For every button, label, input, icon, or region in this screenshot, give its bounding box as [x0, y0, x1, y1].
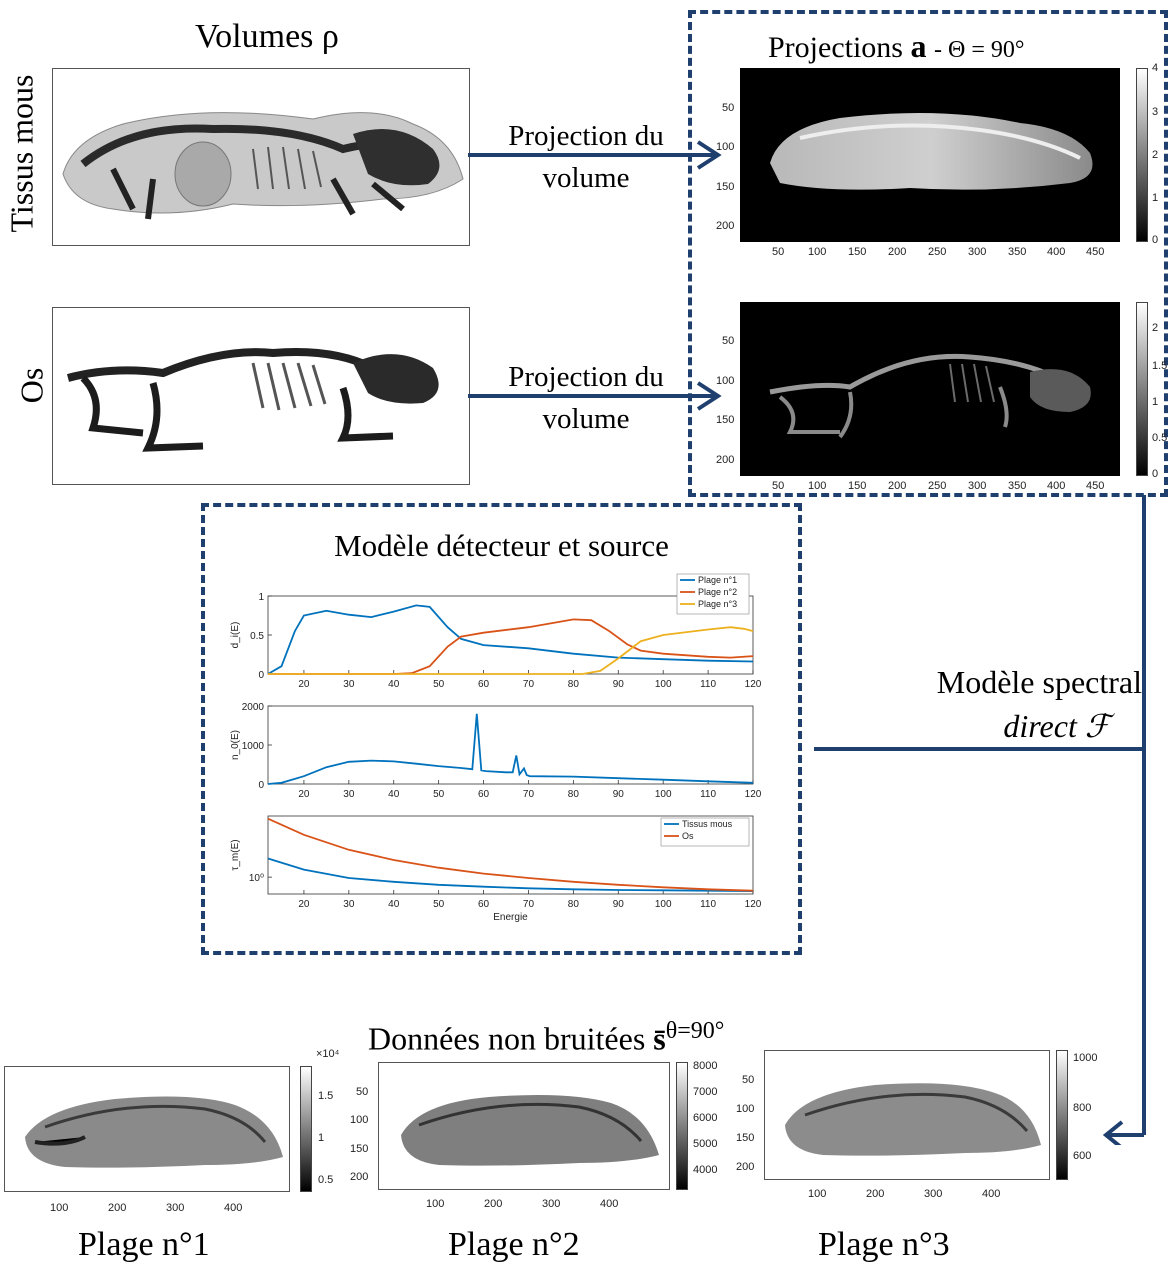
- chart-3-x-tick-label: 40: [388, 899, 400, 910]
- projection-soft-tissue-image: [740, 68, 1120, 242]
- chart-3-y-tick-label: 10⁰: [249, 873, 264, 884]
- chart-2-x-tick-label: 90: [613, 789, 625, 800]
- chart-2-axes-box: [267, 705, 754, 785]
- detector-source-charts: 20 30 40 50 60 70 80 90 100 110 120 0 0.5 1 d_i(E) Plag…: [230, 573, 762, 923]
- bone-volume-image: [52, 307, 470, 485]
- chart-2-ylabel: n_0(E): [230, 730, 241, 760]
- chart-2-x-tick-label: 20: [298, 789, 310, 800]
- proj-bottom-x-ticks: 50 100 150 200 250 300 350 400 450: [772, 480, 1105, 492]
- chart-2-x-tick-label: 80: [568, 789, 580, 800]
- chart-3-x-tick-label: 60: [478, 899, 490, 910]
- chart-1-legend-label: Plage n°3: [698, 599, 737, 609]
- soft-tissue-volume-image: [52, 68, 470, 246]
- chart-1-x-tick-label: 60: [478, 679, 490, 690]
- chart-3-series-2-line: [267, 817, 754, 892]
- spectral-model-connector: [814, 495, 1146, 1145]
- data-panel-1-colorbar: [300, 1066, 312, 1192]
- chart-2-x-tick-label: 120: [745, 789, 762, 800]
- chart-3-ylabel: τ_m(E): [230, 839, 241, 870]
- chart-3-x-tick-label: 110: [700, 899, 716, 910]
- data-panel-3-colorbar: [1056, 1050, 1068, 1180]
- chart-3-x-tick-label: 50: [433, 899, 445, 910]
- data-title: Données non bruitées s̄θ=90°: [368, 1018, 725, 1057]
- arrow1-label: Projection du volume: [508, 120, 664, 194]
- chart-1-series-3-line: [268, 626, 754, 675]
- volumes-title: Volumes ρ: [195, 18, 339, 55]
- projection-soft-tissue-render: [770, 113, 1093, 190]
- data-panel-2-colorbar: [676, 1062, 688, 1190]
- chart-2-y-tick-label: 0: [258, 780, 264, 791]
- chart-2-x-tick-label: 30: [343, 789, 355, 800]
- data-panel-2: [378, 1062, 670, 1190]
- chart-3-legend-label: Os: [682, 831, 694, 841]
- proj-top-x-ticks: 50 100 150 200 250 300 350 400 450: [772, 246, 1105, 258]
- projection-bone-render: [769, 353, 1091, 439]
- range-label-3: Plage n°3: [818, 1226, 950, 1263]
- chart-3-x-tick-label: 90: [613, 899, 625, 910]
- chart-3-legend: [660, 817, 750, 847]
- data-panel-1-render: [25, 1096, 283, 1168]
- projection-arrows: [468, 140, 722, 411]
- rat-soft-tissue-render: [62, 112, 464, 220]
- chart-1-ylabel: d_i(E): [230, 622, 241, 649]
- chart-2-x-tick-label: 60: [478, 789, 490, 800]
- detector-source-model-box: [201, 503, 802, 955]
- chart-1-x-tick-label: 70: [523, 679, 535, 690]
- rat-bone-render: [66, 348, 439, 452]
- chart-3-series-1-line: [267, 857, 754, 892]
- chart-1-series-2-line: [268, 618, 754, 675]
- spectral-model-label: Modèle spectral direct ℱ: [936, 664, 1142, 744]
- chart-1-x-tick-label: 50: [433, 679, 445, 690]
- chart-3-xlabel: Energie: [493, 912, 528, 923]
- projections-box: [688, 10, 1168, 497]
- arrow2-label: Projection du volume: [508, 361, 664, 435]
- projections-title: Projections a - Θ = 90°: [768, 28, 1025, 64]
- chart-1-x-tick-label: 80: [568, 679, 580, 690]
- chart-2-x-tick-label: 40: [388, 789, 400, 800]
- chart-1-x-tick-label: 110: [700, 679, 716, 690]
- chart-1-x-tick-label: 30: [343, 679, 355, 690]
- chart-1-x-tick-label: 40: [388, 679, 400, 690]
- row-label-soft-tissue: Tissus mous: [3, 74, 40, 233]
- projection-bone-image: [740, 302, 1120, 476]
- chart-3-x-tick-label: 30: [343, 899, 355, 910]
- range-label-1: Plage n°1: [78, 1226, 210, 1263]
- chart-1-x-tick-label: 100: [655, 679, 672, 690]
- chart-1-y-tick-label: 0.5: [250, 631, 264, 642]
- chart-3-x-tick-label: 120: [745, 899, 762, 910]
- chart-3-legend-label: Tissus mous: [682, 819, 733, 829]
- data-panel-3: [764, 1050, 1050, 1180]
- range-label-2: Plage n°2: [448, 1226, 580, 1263]
- model-box-title: Modèle détecteur et source: [334, 528, 669, 563]
- chart-2-x-tick-label: 100: [655, 789, 672, 800]
- chart-2-y-tick-label: 2000: [242, 702, 265, 713]
- chart-3-x-tick-label: 80: [568, 899, 580, 910]
- chart-1-y-tick-label: 0: [258, 670, 264, 681]
- chart-2-x-tick-label: 70: [523, 789, 535, 800]
- chart-2-x-tick-label: 50: [433, 789, 445, 800]
- proj-top-colorbar: [1136, 68, 1148, 242]
- data-panel-3-render: [785, 1083, 1041, 1156]
- chart-3-x-tick-label: 100: [655, 899, 672, 910]
- chart-2-series-1-line: [267, 713, 754, 785]
- chart-1-x-tick-label: 20: [298, 679, 310, 690]
- chart-3-x-tick-label: 70: [523, 899, 535, 910]
- chart-1-x-tick-label: 90: [613, 679, 625, 690]
- data-panel-1: [4, 1066, 290, 1192]
- chart-2-x-tick-label: 110: [700, 789, 716, 800]
- chart-1-legend-label: Plage n°1: [698, 575, 737, 585]
- data-panel-2-render: [401, 1095, 659, 1166]
- chart-1-y-tick-label: 1: [258, 592, 264, 603]
- chart-2-y-tick-label: 1000: [242, 741, 265, 752]
- proj-bottom-colorbar: [1136, 302, 1148, 476]
- chart-3-x-tick-label: 20: [298, 899, 310, 910]
- chart-1-x-tick-label: 120: [745, 679, 762, 690]
- chart-1-legend-label: Plage n°2: [698, 587, 737, 597]
- row-label-bone: Os: [13, 367, 50, 404]
